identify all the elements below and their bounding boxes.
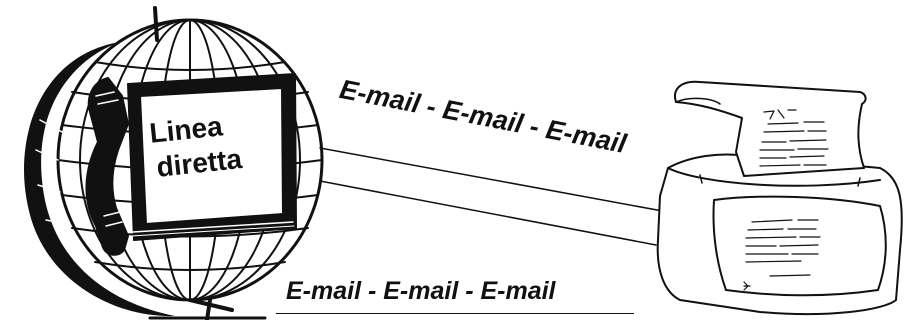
book-icon [127,73,297,241]
telephone-handset-icon [85,77,129,256]
caption-underline [276,313,634,314]
email-caption-bottom: E-mail - E-mail - E-mail [286,277,556,305]
connection-cable [319,147,669,246]
terminal-printer-icon [656,80,903,316]
